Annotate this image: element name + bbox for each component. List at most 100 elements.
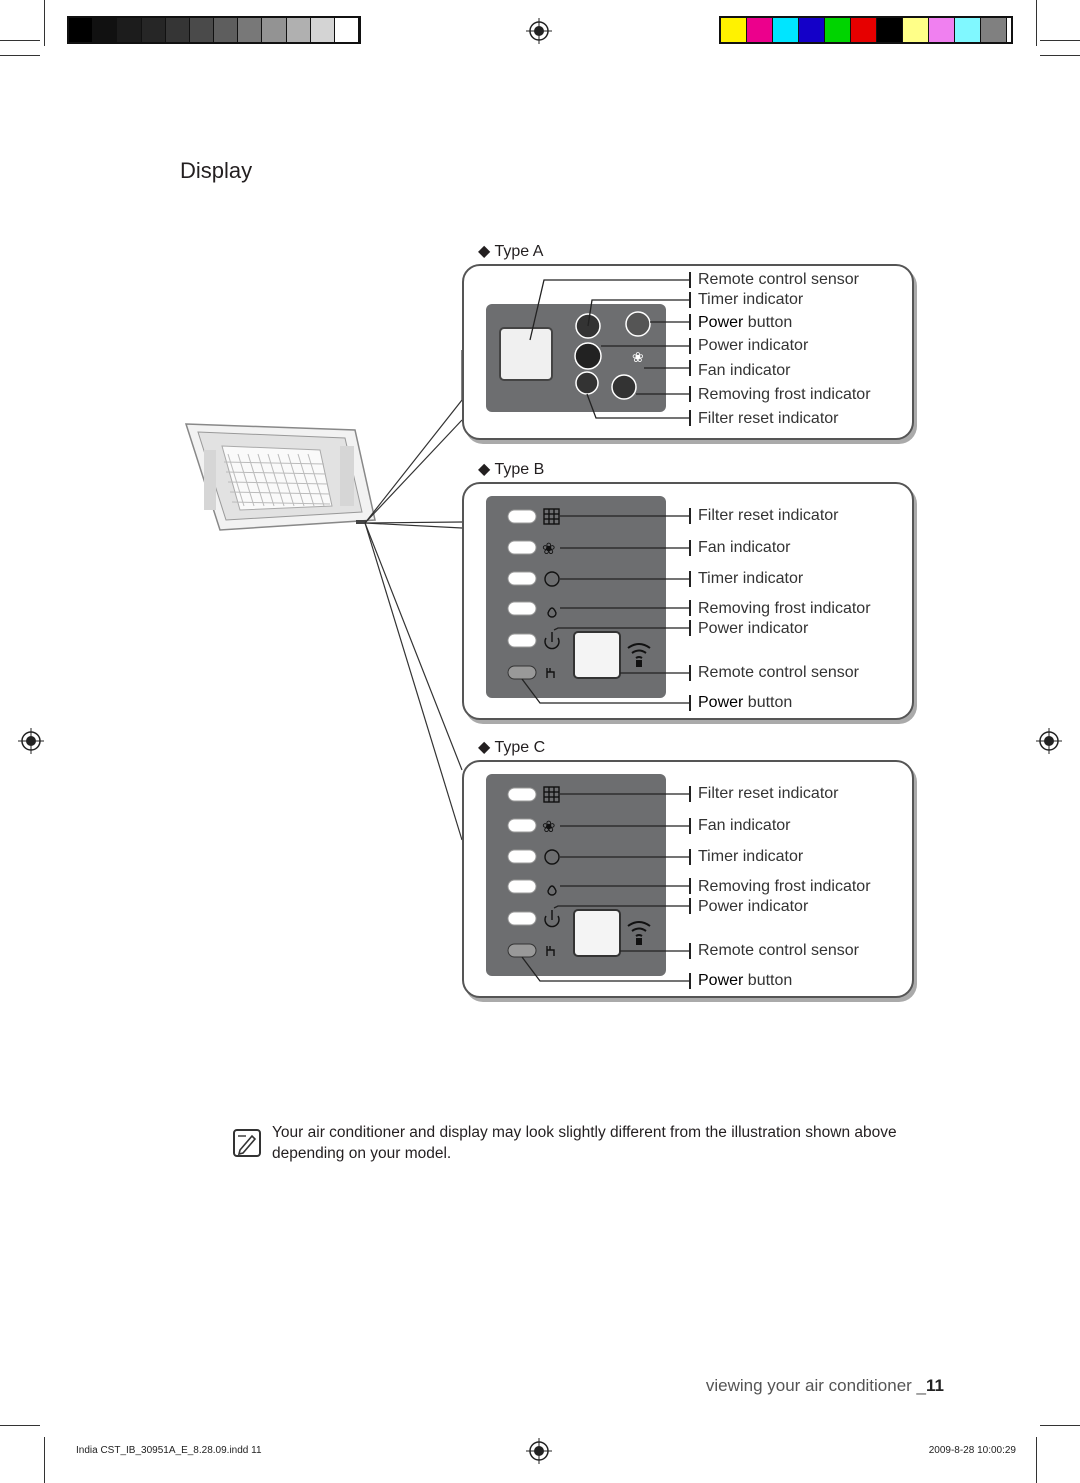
- crop-mark: [1040, 1425, 1080, 1426]
- type-b-remote-sensor-label: Remote control sensor: [698, 664, 859, 681]
- gray-swatch: [286, 18, 311, 42]
- svg-text:❀: ❀: [542, 817, 555, 836]
- type-c-power-button-label: Power button: [698, 972, 793, 989]
- crop-mark: [0, 55, 40, 56]
- type-a-heading: ◆ Type A: [478, 243, 544, 260]
- color-swatch: [799, 18, 825, 42]
- color-swatch: [721, 18, 747, 42]
- power-icon: [544, 637, 560, 650]
- gray-swatch: [262, 18, 287, 42]
- registration-mark-icon: [526, 1438, 552, 1464]
- type-b-display-diagram: ❀: [507, 508, 691, 711]
- type-b-filter-label: Filter reset indicator: [698, 507, 839, 524]
- gray-swatch: [141, 18, 166, 42]
- frost-icon: [611, 374, 637, 400]
- power-button-icon: [546, 668, 555, 678]
- color-swatch: [929, 18, 955, 42]
- color-swatch: [903, 18, 929, 42]
- crop-mark: [44, 1437, 45, 1483]
- type-c-frost-label: Removing frost indicator: [698, 878, 871, 895]
- type-a-filter-label: Filter reset indicator: [698, 410, 839, 427]
- color-swatch: [851, 18, 877, 42]
- type-b-power-button-label: Power button: [698, 694, 793, 711]
- registration-mark-icon: [18, 728, 44, 754]
- type-c-remote-sensor-label: Remote control sensor: [698, 942, 859, 959]
- type-a-timer-label: Timer indicator: [698, 291, 804, 308]
- color-swatch: [747, 18, 773, 42]
- type-a-frost-label: Removing frost indicator: [698, 386, 871, 403]
- color-swatch: [877, 18, 903, 42]
- gray-swatch: [93, 18, 118, 42]
- type-c-heading: ◆ Type C: [478, 739, 546, 756]
- gray-swatch: [69, 18, 94, 42]
- type-b-timer-label: Timer indicator: [698, 570, 804, 587]
- power-button-icon: [546, 946, 555, 956]
- diamond-bullet-icon: ◆: [478, 461, 491, 478]
- filter-icon: [575, 371, 599, 395]
- type-b-heading: ◆ Type B: [478, 461, 545, 478]
- crop-mark: [1036, 1437, 1037, 1483]
- color-swatch: [773, 18, 799, 42]
- frost-icon: [547, 607, 557, 618]
- wireless-icon: [627, 643, 651, 667]
- type-a-power-indicator-label: Power indicator: [698, 337, 809, 354]
- remote-sensor-window: [573, 631, 621, 679]
- registration-mark-icon: [1036, 728, 1062, 754]
- grayscale-bar: [67, 16, 361, 44]
- power-icon: [544, 915, 560, 928]
- gray-swatch: [334, 18, 360, 42]
- registration-mark-icon: [526, 18, 552, 44]
- color-swatch: [955, 18, 981, 42]
- print-slug-file: India CST_IB_30951A_E_8.28.09.indd 11: [76, 1445, 262, 1456]
- type-b-fan-label: Fan indicator: [698, 539, 791, 556]
- gray-swatch: [214, 18, 239, 42]
- type-b-power-indicator-label: Power indicator: [698, 620, 809, 637]
- type-a-remote-sensor-label: Remote control sensor: [698, 271, 859, 288]
- crop-mark: [1036, 0, 1037, 46]
- type-a-display-diagram: ❀: [499, 272, 691, 426]
- type-c-display-diagram: ❀: [507, 786, 691, 989]
- gray-swatch: [189, 18, 215, 42]
- type-c-filter-label: Filter reset indicator: [698, 785, 839, 802]
- type-b-frost-label: Removing frost indicator: [698, 600, 871, 617]
- crop-mark: [1040, 55, 1080, 56]
- crop-mark: [0, 1425, 40, 1426]
- diamond-bullet-icon: ◆: [478, 243, 491, 260]
- color-swatch: [825, 18, 851, 42]
- filter-icon: [543, 508, 560, 525]
- cassette-unit-illustration: [184, 423, 376, 531]
- type-c-fan-label: Fan indicator: [698, 817, 791, 834]
- crop-mark: [44, 0, 45, 46]
- model-variation-note: Your air conditioner and display may loo…: [272, 1124, 897, 1162]
- svg-text:❀: ❀: [632, 350, 644, 366]
- page-footer: viewing your air conditioner _11: [705, 1376, 944, 1395]
- power-indicator-icon: [574, 342, 602, 370]
- wireless-icon: [627, 921, 651, 945]
- color-swatch: [981, 18, 1007, 42]
- page-title: Display: [180, 158, 253, 183]
- type-c-timer-label: Timer indicator: [698, 848, 804, 865]
- diamond-bullet-icon: ◆: [478, 739, 491, 756]
- type-c-power-indicator-label: Power indicator: [698, 898, 809, 915]
- type-a-fan-label: Fan indicator: [698, 362, 791, 379]
- filter-icon: [543, 786, 560, 803]
- crop-mark: [1040, 40, 1080, 41]
- remote-sensor-window: [573, 909, 621, 957]
- print-slug-timestamp: 2009-8-28 10:00:29: [928, 1445, 1016, 1456]
- gray-swatch: [238, 18, 263, 42]
- svg-text:❀: ❀: [542, 539, 555, 558]
- timer-icon: [544, 849, 560, 865]
- type-c-panel: [462, 760, 914, 998]
- gray-swatch: [310, 18, 335, 42]
- crop-mark: [0, 40, 40, 41]
- power-button-icon: [625, 311, 651, 337]
- timer-icon: [544, 571, 560, 587]
- gray-swatch: [117, 18, 142, 42]
- type-b-panel: [462, 482, 914, 720]
- type-a-power-button-label: Power button: [698, 314, 793, 331]
- gray-swatch: [165, 18, 190, 42]
- frost-icon: [547, 885, 557, 896]
- process-color-bar: [719, 16, 1013, 44]
- note-pencil-icon: [233, 1129, 261, 1157]
- remote-sensor-window: [499, 327, 553, 381]
